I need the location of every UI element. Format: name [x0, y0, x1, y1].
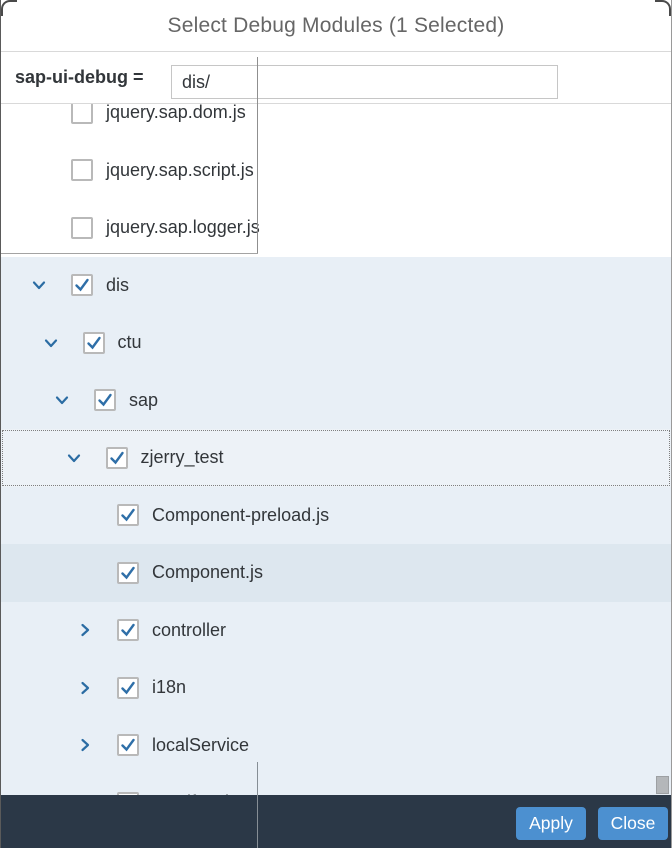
checkbox[interactable]	[117, 504, 139, 526]
checkbox[interactable]	[117, 734, 139, 756]
tree-row-dis[interactable]: dis	[1, 256, 671, 314]
tree-row-label: controller	[152, 619, 227, 640]
title-bar: Select Debug Modules (1 Selected)	[1, 0, 671, 52]
footer-bar: Apply Close	[1, 795, 671, 848]
tree-row-label: manifest.json	[152, 774, 258, 795]
chevron-right-icon[interactable]	[75, 620, 95, 640]
checkbox[interactable]	[117, 619, 139, 641]
tree-row-ctu[interactable]: ctu	[1, 314, 671, 372]
checkbox[interactable]	[71, 159, 93, 181]
tree-row-jquery-sap-script-js[interactable]: jquery.sap.script.js	[1, 141, 671, 199]
dialog-title: Select Debug Modules (1 Selected)	[167, 14, 505, 37]
close-button[interactable]: Close	[598, 807, 668, 840]
tree-row-label: i18n	[152, 677, 187, 697]
tree-row-localservice[interactable]: localService	[1, 716, 671, 774]
checkbox[interactable]	[117, 791, 139, 795]
tree-row-zjerry-test[interactable]: zjerry_test	[1, 429, 671, 487]
checkbox[interactable]	[82, 331, 105, 354]
tree-row-label: dis	[106, 274, 130, 295]
tree-row-label: sap	[129, 389, 159, 410]
tree-row-label: jquery.sap.logger.js	[106, 217, 260, 237]
param-row: sap-ui-debug =	[1, 52, 671, 145]
checkbox[interactable]	[117, 676, 139, 699]
tree-row-label: jquery.sap.dom.js	[106, 104, 246, 122]
tree-row-label: Component.js	[152, 562, 264, 582]
checkbox[interactable]	[71, 274, 93, 296]
checkbox[interactable]	[71, 104, 93, 124]
checkbox[interactable]	[117, 561, 139, 584]
tree-row-label: zjerry_test	[140, 447, 224, 467]
tree-row-jquery-sap-logger-js[interactable]: jquery.sap.logger.js	[1, 199, 671, 257]
tree-row-jquery-sap-dom-js[interactable]: jquery.sap.dom.js	[1, 104, 671, 142]
apply-button[interactable]: Apply	[516, 807, 586, 840]
debug-value-input[interactable]	[171, 65, 558, 99]
param-label: sap-ui-debug =	[15, 67, 144, 87]
tree-row-label: Component-preload.js	[152, 504, 330, 525]
module-tree: jquery.sap.dom.js jquery.sap.script.js jqu…	[1, 104, 671, 795]
chevron-right-icon[interactable]	[75, 678, 95, 698]
tree-row-controller[interactable]: controller	[1, 601, 671, 659]
tree-row-i18n[interactable]: i18n	[1, 659, 671, 717]
tree-row-label: ctu	[117, 332, 142, 352]
tree-row-component-preload-js[interactable]: Component-preload.js	[1, 486, 671, 544]
scrollbar-thumb[interactable]	[656, 776, 669, 794]
tree-row-component-js[interactable]: Component.js	[1, 544, 671, 602]
checkbox[interactable]	[105, 446, 128, 469]
chevron-down-icon[interactable]	[64, 448, 84, 468]
checkbox[interactable]	[94, 389, 116, 411]
tree-rows: jquery.sap.dom.js jquery.sap.script.js jqu…	[1, 104, 671, 795]
tree-row-manifest-json[interactable]: manifest.json	[1, 774, 671, 795]
checkbox[interactable]	[71, 216, 93, 239]
chevron-right-icon[interactable]	[75, 735, 95, 755]
chevron-down-icon[interactable]	[29, 275, 49, 295]
tree-row-label: jquery.sap.script.js	[106, 159, 254, 180]
tree-row-sap[interactable]: sap	[1, 371, 671, 429]
tree-row-label: localService	[152, 734, 250, 755]
chevron-down-icon[interactable]	[52, 390, 72, 410]
chevron-down-icon[interactable]	[41, 333, 61, 353]
